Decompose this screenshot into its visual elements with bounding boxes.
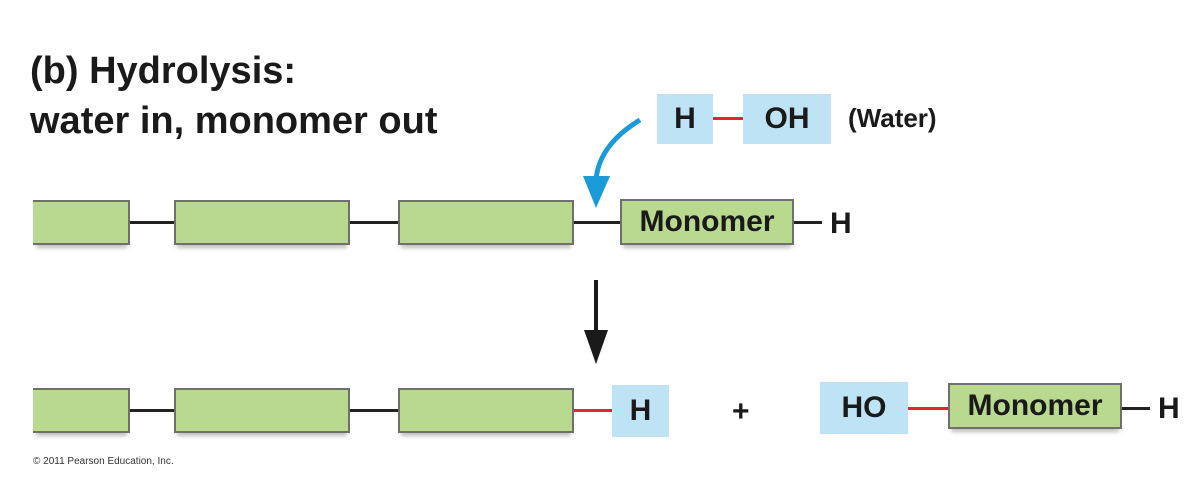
- product-h-label: H: [629, 394, 652, 427]
- polymer-bond-3: [574, 221, 620, 224]
- diagram-title: (b) Hydrolysis: water in, monomer out: [30, 46, 437, 146]
- polymer-segment-1: [33, 200, 130, 245]
- product-bond-1: [130, 409, 174, 412]
- top-end-h: H: [830, 207, 852, 240]
- released-monomer: Monomer: [948, 383, 1122, 429]
- title-line-2: water in, monomer out: [30, 100, 438, 142]
- water-caption: (Water): [848, 103, 937, 133]
- top-end-bond: [794, 221, 822, 224]
- product-segment-3: [398, 388, 574, 433]
- reaction-arrowhead: [584, 330, 608, 364]
- product-segment-2: [174, 388, 350, 433]
- product-red-bond-2: [908, 407, 948, 410]
- water-insertion-arrowhead: [583, 176, 610, 208]
- water-oh-label: OH: [764, 102, 810, 135]
- polymer-bond-1: [130, 221, 174, 224]
- product-ho-box: HO: [820, 382, 908, 434]
- polymer-segment-3: [398, 200, 574, 245]
- product-segment-1: [33, 388, 130, 433]
- polymer-bond-2: [350, 221, 398, 224]
- water-oh-box: OH: [743, 94, 831, 144]
- water-bond: [713, 117, 743, 120]
- water-insertion-arrow: [593, 117, 642, 181]
- water-h-label: H: [674, 102, 696, 135]
- water-h-box: H: [657, 94, 713, 144]
- product-h-box: H: [612, 385, 669, 437]
- released-end-bond: [1122, 407, 1150, 410]
- plus-sign: +: [732, 395, 750, 428]
- product-red-bond-1: [574, 409, 612, 412]
- polymer-segment-2: [174, 200, 350, 245]
- released-end-h: H: [1158, 392, 1180, 425]
- released-monomer-label: Monomer: [967, 389, 1103, 422]
- top-monomer-label: Monomer: [639, 205, 775, 238]
- top-monomer: Monomer: [620, 199, 794, 245]
- title-line-1: (b) Hydrolysis:: [30, 50, 297, 92]
- product-ho-label: HO: [841, 391, 887, 424]
- product-bond-2: [350, 409, 398, 412]
- copyright-text: © 2011 Pearson Education, Inc.: [33, 456, 174, 467]
